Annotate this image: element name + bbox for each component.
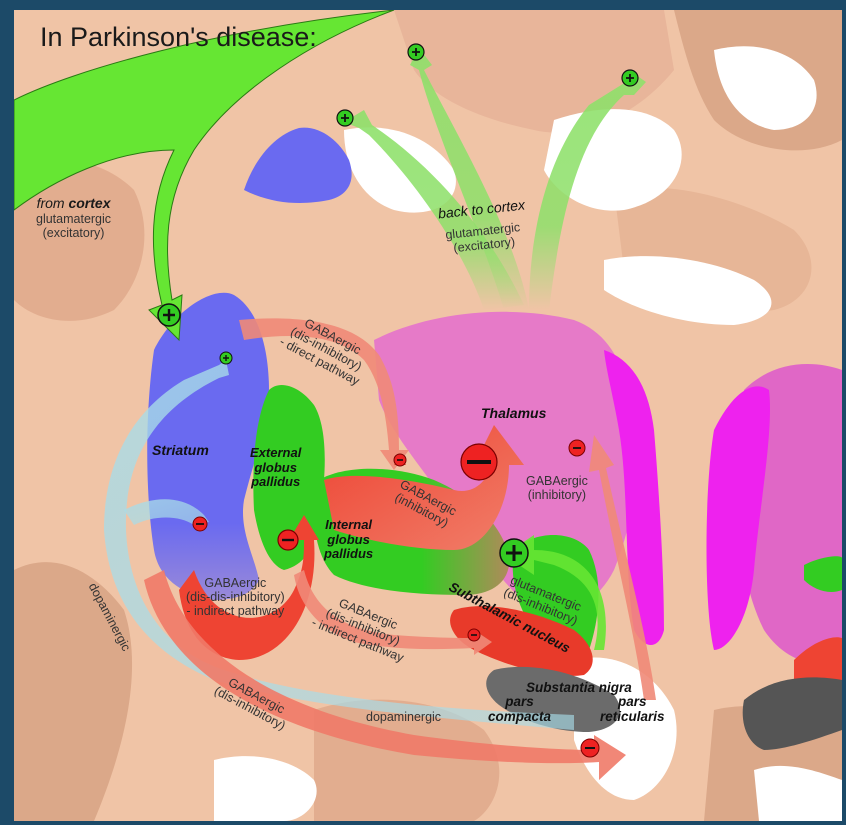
- from-cortex-label: from cortex glutamatergic (excitatory): [36, 196, 111, 240]
- pars-reticularis-label: pars reticularis: [600, 694, 665, 724]
- gaba-inhibitory-label-thalamus: GABAergic (inhibitory): [526, 474, 588, 502]
- dopaminergic-label-bottom: dopaminergic: [366, 710, 441, 724]
- plus-marker-stn: [500, 539, 528, 567]
- striatum-label: Striatum: [152, 443, 209, 459]
- dis-dis-inhibitory-label: GABAergic (dis-dis-inhibitory) - indirec…: [186, 576, 285, 618]
- plus-marker-cortex-input: [158, 304, 180, 326]
- minus-marker-thalamus: [461, 444, 497, 480]
- substantia-nigra-label: Substantia nigra: [526, 680, 632, 695]
- plus-marker-cortex-3: [622, 70, 638, 86]
- minus-marker-snr: [581, 739, 599, 757]
- minus-marker-striatum: [193, 517, 207, 531]
- external-gp-label: External globus pallidus: [250, 446, 301, 490]
- plus-marker-cortex-2: [408, 44, 424, 60]
- pars-compacta-label: pars compacta: [488, 694, 551, 724]
- plus-marker-cortex-1: [337, 110, 353, 126]
- minus-marker-stn-input: [468, 629, 480, 641]
- thalamus-label: Thalamus: [481, 406, 546, 422]
- plus-marker-striatum-da: [220, 352, 232, 364]
- minus-marker-gpe: [278, 530, 298, 550]
- minus-marker-snr-thalamus: [569, 440, 585, 456]
- diagram-frame: In Parkinson's disease: from cortex glut…: [14, 10, 842, 821]
- internal-gp-label: Internal globus pallidus: [324, 518, 373, 562]
- minus-marker-direct: [394, 454, 406, 466]
- page-title: In Parkinson's disease:: [40, 22, 317, 53]
- brain-diagram: [14, 10, 842, 821]
